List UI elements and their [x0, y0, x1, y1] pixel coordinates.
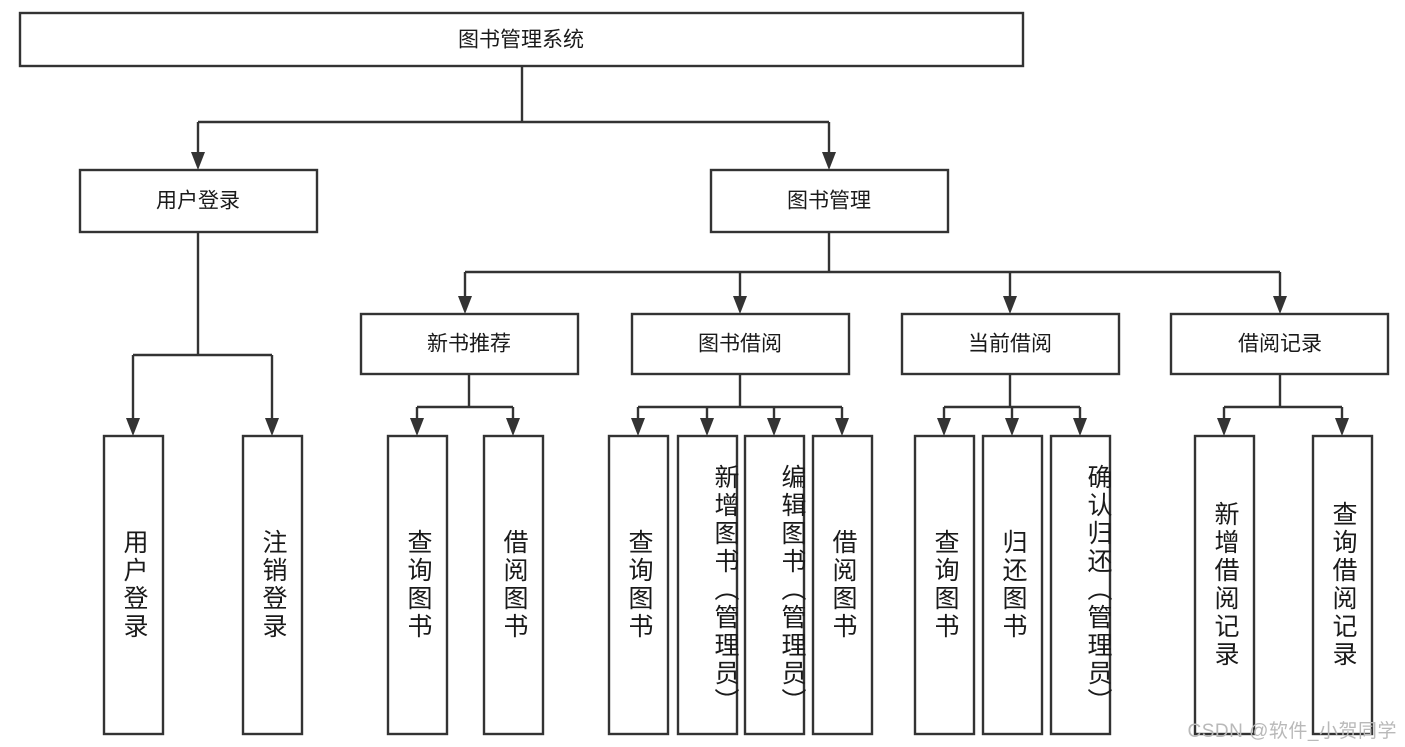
arrow-borrowrecord-leaf-2: [1335, 418, 1349, 436]
leaf-label-book-borrow-1: 查询图书: [625, 529, 653, 641]
leaf-box-borrow-record-2[interactable]: [1311, 434, 1374, 736]
node-user-login-label: 用户登录: [156, 190, 240, 213]
leaf-label-book-borrow-2: 新增图书（管理员）: [711, 464, 739, 716]
arrow-bookborrow-leaf-2: [700, 418, 714, 436]
node-new-book-recommend-label: 新书推荐: [427, 333, 511, 356]
arrow-newbook-leaf-1: [410, 418, 424, 436]
leaf-label-current-borrow-3: 确认归还（管理员）: [1084, 464, 1112, 716]
arrow-borrowrecord-leaf-1: [1217, 418, 1231, 436]
node-root-label: 图书管理系统: [458, 29, 584, 52]
arrow-currentborrow-leaf-3: [1073, 418, 1087, 436]
leaf-box-new-book-2[interactable]: [482, 434, 545, 736]
leaf-label-borrow-record-2: 查询借阅记录: [1329, 501, 1357, 669]
node-borrow-record[interactable]: 借阅记录: [1169, 312, 1390, 376]
node-root[interactable]: 图书管理系统: [18, 11, 1025, 68]
node-book-borrow[interactable]: 图书借阅: [630, 312, 851, 376]
arrow-bookborrow-leaf-1: [631, 418, 645, 436]
arrow-to-newbook: [458, 296, 472, 314]
leaf-box-user-login-2[interactable]: [241, 434, 304, 736]
leaf-box-book-borrow-4[interactable]: [811, 434, 874, 736]
leaf-label-new-book-2: 借阅图书: [500, 529, 528, 641]
edges-bookborrow-to-leaves: [631, 374, 849, 436]
leaf-box-book-borrow-3[interactable]: [743, 434, 806, 736]
node-current-borrow-label: 当前借阅: [968, 333, 1052, 356]
node-borrow-record-box[interactable]: [1169, 312, 1390, 376]
arrow-to-borrowrecord: [1273, 296, 1287, 314]
edges-userlogin-to-leaves: [126, 232, 279, 436]
leaf-label-current-borrow-1: 查询图书: [931, 529, 959, 641]
leaf-label-borrow-record-1: 新增借阅记录: [1211, 501, 1239, 669]
leaf-label-current-borrow-2: 归还图书: [999, 529, 1027, 641]
node-new-book-recommend[interactable]: 新书推荐: [359, 312, 580, 376]
arrow-userlogin-leaf-2: [265, 418, 279, 436]
leaf-label-new-book-1: 查询图书: [404, 529, 432, 641]
leaf-box-current-borrow-2[interactable]: [981, 434, 1044, 736]
leaf-box-current-borrow-1[interactable]: [913, 434, 976, 736]
leaf-box-user-login-1[interactable]: [102, 434, 165, 736]
edges-currentborrow-to-leaves: [937, 374, 1087, 436]
edges-bookmanage-to-level2: [458, 232, 1287, 314]
node-book-borrow-box[interactable]: [630, 312, 851, 376]
node-book-borrow-label: 图书借阅: [698, 333, 782, 356]
leaf-box-new-book-1[interactable]: [386, 434, 449, 736]
node-book-manage[interactable]: 图书管理: [709, 168, 950, 234]
node-root-box[interactable]: [18, 11, 1025, 68]
arrow-currentborrow-leaf-1: [937, 418, 951, 436]
node-user-login-box[interactable]: [78, 168, 319, 234]
leaf-label-book-borrow-4: 借阅图书: [829, 529, 857, 641]
node-book-manage-box[interactable]: [709, 168, 950, 234]
leaf-box-borrow-record-1[interactable]: [1193, 434, 1256, 736]
node-borrow-record-label: 借阅记录: [1238, 333, 1322, 356]
leaf-label-user-login-1: 用户登录: [120, 529, 148, 641]
node-user-login[interactable]: 用户登录: [78, 168, 319, 234]
edges-newbook-to-leaves: [410, 374, 520, 436]
node-current-borrow[interactable]: 当前借阅: [900, 312, 1121, 376]
edges-root-to-level1: [191, 66, 836, 170]
leaf-box-current-borrow-3[interactable]: [1049, 434, 1112, 736]
arrow-newbook-leaf-2: [506, 418, 520, 436]
node-book-manage-label: 图书管理: [787, 190, 871, 213]
arrow-to-bookborrow: [733, 296, 747, 314]
leaf-box-book-borrow-1[interactable]: [607, 434, 670, 736]
arrow-bookborrow-leaf-3: [767, 418, 781, 436]
node-current-borrow-box[interactable]: [900, 312, 1121, 376]
edges-borrowrecord-to-leaves: [1217, 374, 1349, 436]
leaf-label-user-login-2: 注销登录: [259, 529, 287, 641]
leaf-label-book-borrow-3: 编辑图书（管理员）: [778, 464, 806, 716]
node-new-book-recommend-box[interactable]: [359, 312, 580, 376]
leaf-box-book-borrow-2[interactable]: [676, 434, 739, 736]
arrow-bookborrow-leaf-4: [835, 418, 849, 436]
arrow-userlogin-leaf-1: [126, 418, 140, 436]
arrow-to-user-login: [191, 152, 205, 170]
arrow-to-book-manage: [822, 152, 836, 170]
arrow-currentborrow-leaf-2: [1005, 418, 1019, 436]
arrow-to-currentborrow: [1003, 296, 1017, 314]
